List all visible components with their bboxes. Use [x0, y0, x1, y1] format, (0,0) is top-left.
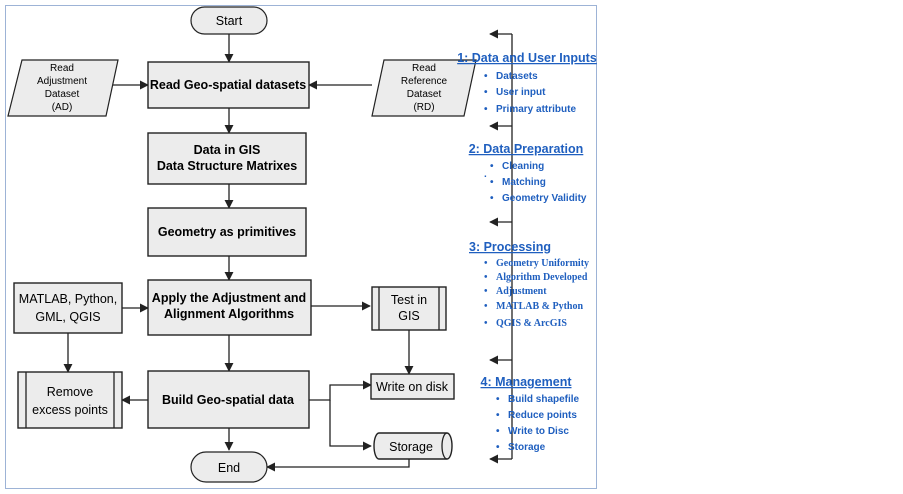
svg-text:Data in GIS: Data in GIS — [194, 143, 261, 157]
svg-text:Geometry Uniformity: Geometry Uniformity — [496, 258, 589, 269]
geometry-node: Geometry as primitives — [147, 207, 307, 257]
diagram-frame — [5, 5, 597, 489]
legend-section-1: 1: Data and User Inputs • Datasets • Use… — [457, 51, 597, 115]
svg-text:•: • — [484, 301, 488, 312]
remove-points-node: Remove excess points — [17, 371, 123, 429]
svg-text:QGIS & ArcGIS: QGIS & ArcGIS — [496, 318, 567, 329]
svg-text:Build Geo-spatial data: Build Geo-spatial data — [162, 393, 295, 407]
svg-text:3: Processing: 3: Processing — [469, 240, 551, 254]
tools-node: MATLAB, Python, GML, QGIS — [13, 282, 123, 334]
svg-text:•: • — [484, 318, 488, 329]
svg-text:Start: Start — [216, 14, 243, 28]
legend-section-3: 3: Processing • Geometry Uniformity • Al… — [469, 240, 589, 329]
read-geo-node: Read Geo-spatial datasets — [147, 61, 310, 109]
legend-section-4: 4: Management • Build shapefile • Reduce… — [481, 375, 580, 453]
svg-text:Storage: Storage — [389, 440, 433, 454]
svg-text:•: • — [484, 87, 488, 98]
svg-text:•: • — [490, 177, 494, 188]
svg-text:Dataset: Dataset — [407, 89, 442, 100]
svg-text:•: • — [490, 161, 494, 172]
svg-text:•: • — [496, 410, 500, 421]
svg-text:Alignment Algorithms: Alignment Algorithms — [164, 307, 294, 321]
start-node: Start — [190, 6, 268, 35]
svg-text:Read: Read — [412, 63, 436, 74]
svg-text:MATLAB & Python: MATLAB & Python — [496, 301, 583, 312]
data-in-gis-node: Data in GIS Data Structure Matrixes — [147, 132, 307, 185]
svg-text:•: • — [484, 258, 488, 269]
read-ad-node: Read Adjustment Dataset (AD) — [7, 59, 119, 117]
apply-algorithms-node: Apply the Adjustment and Alignment Algor… — [147, 279, 312, 336]
svg-text:•: • — [496, 426, 500, 437]
svg-text:•: • — [484, 104, 488, 115]
svg-text:(AD): (AD) — [52, 102, 73, 113]
svg-text:Algorithm Developed: Algorithm Developed — [496, 272, 588, 283]
write-disk-node: Write on disk — [370, 373, 455, 400]
svg-text:Geometry as primitives: Geometry as primitives — [158, 225, 296, 239]
legend-section-2: 2: Data Preparation • Cleaning . • Match… — [469, 142, 587, 204]
svg-text:Adjustment: Adjustment — [37, 76, 87, 87]
legend-bracket — [489, 29, 513, 464]
svg-text:•: • — [490, 193, 494, 204]
svg-text:Data Structure Matrixes: Data Structure Matrixes — [157, 159, 297, 173]
svg-text:Primary attribute: Primary attribute — [496, 104, 576, 115]
svg-text:4: Management: 4: Management — [481, 375, 573, 389]
svg-text:Read Geo-spatial datasets: Read Geo-spatial datasets — [150, 78, 306, 92]
svg-text:Read: Read — [50, 63, 74, 74]
svg-text:1: Data and User Inputs: 1: Data and User Inputs — [457, 51, 597, 65]
svg-text:End: End — [218, 461, 240, 475]
svg-text:Storage: Storage — [508, 442, 546, 453]
svg-text:(RD): (RD) — [413, 102, 434, 113]
svg-text:•: • — [484, 272, 488, 283]
svg-text:Matching: Matching — [502, 177, 546, 188]
svg-text:GIS: GIS — [398, 309, 420, 323]
svg-text:2: Data Preparation: 2: Data Preparation — [469, 142, 584, 156]
svg-text:User input: User input — [496, 87, 546, 98]
svg-text:excess points: excess points — [32, 403, 108, 417]
svg-text:Reduce points: Reduce points — [508, 410, 577, 421]
svg-text:Remove: Remove — [47, 385, 94, 399]
end-node: End — [190, 451, 268, 483]
svg-text:•: • — [484, 286, 488, 297]
svg-text:•: • — [484, 71, 488, 82]
storage-node: Storage — [373, 432, 453, 460]
svg-text:Geometry Validity: Geometry Validity — [502, 193, 587, 204]
build-geo-node: Build Geo-spatial data — [147, 370, 310, 429]
svg-text:Apply the Adjustment and: Apply the Adjustment and — [152, 291, 306, 305]
svg-text:Reference: Reference — [401, 76, 448, 87]
svg-text:Write on disk: Write on disk — [376, 380, 449, 394]
svg-text:•: • — [496, 394, 500, 405]
svg-text:Test in: Test in — [391, 293, 427, 307]
svg-text:GML, QGIS: GML, QGIS — [35, 310, 100, 324]
connectors — [63, 34, 414, 472]
svg-text:Adjustment: Adjustment — [496, 286, 547, 297]
svg-text:Cleaning: Cleaning — [502, 161, 544, 172]
svg-text:Write to Disc: Write to Disc — [508, 426, 569, 437]
svg-text:MATLAB, Python,: MATLAB, Python, — [19, 292, 117, 306]
svg-text:.: . — [484, 169, 487, 180]
svg-text:•: • — [496, 442, 500, 453]
read-rd-node: Read Reference Dataset (RD) — [371, 59, 477, 117]
svg-text:Dataset: Dataset — [45, 89, 80, 100]
test-gis-node: Test in GIS — [371, 286, 447, 331]
svg-text:Datasets: Datasets — [496, 71, 538, 82]
svg-text:Build shapefile: Build shapefile — [508, 394, 580, 405]
